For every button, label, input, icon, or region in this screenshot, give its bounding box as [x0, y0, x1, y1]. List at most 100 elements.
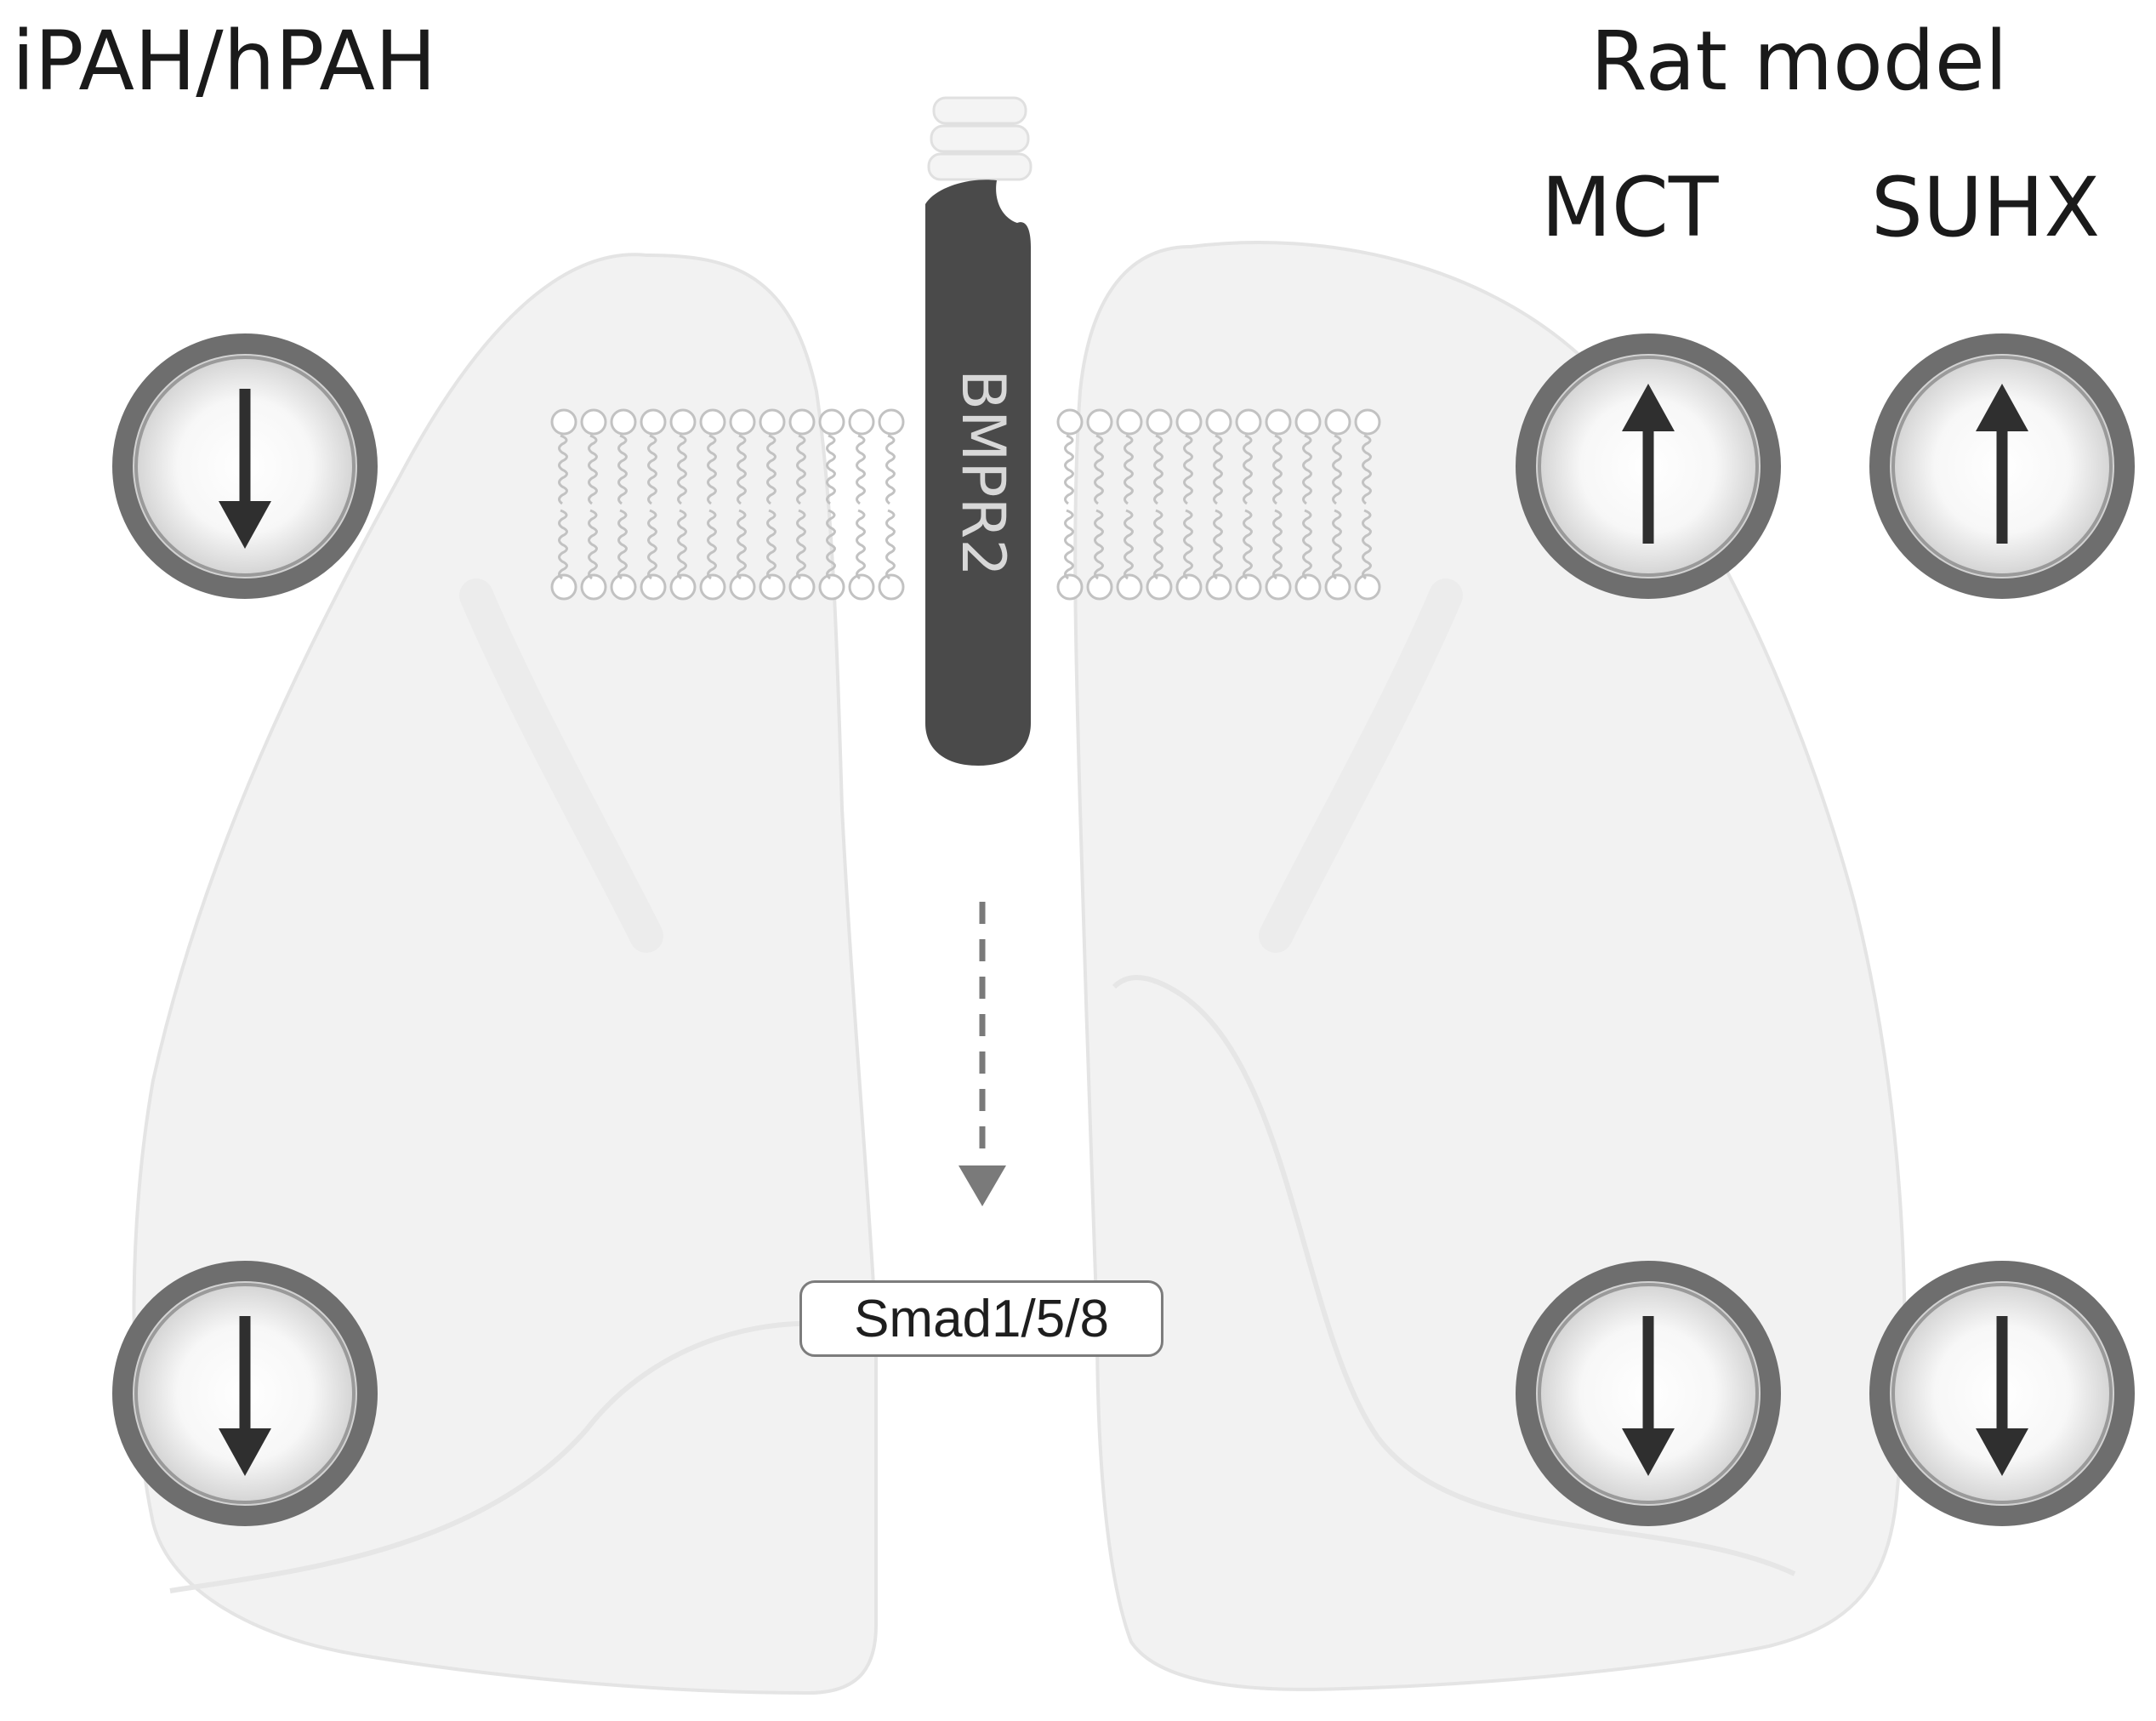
lipid-head — [669, 573, 697, 601]
lipid-head — [580, 408, 607, 436]
lipid-tail — [1213, 509, 1223, 580]
lipid-head — [818, 408, 845, 436]
lipid-head — [1116, 408, 1143, 436]
lipid-head — [1294, 573, 1322, 601]
lipid-tail — [1362, 509, 1372, 580]
lipid-head — [878, 408, 905, 436]
lipid-head — [1235, 573, 1262, 601]
lipid-head — [848, 408, 875, 436]
lipid-head — [1175, 573, 1203, 601]
lipid-tail — [737, 509, 747, 580]
down-arrow-icon — [112, 333, 378, 599]
lipid-head — [1294, 408, 1322, 436]
lipid-head — [1324, 408, 1351, 436]
lipid-tail — [1332, 434, 1342, 505]
lipid-tail — [766, 434, 777, 505]
lipid-tail — [1272, 434, 1283, 505]
lipid-tail — [1153, 434, 1163, 505]
lipid-tail — [737, 434, 747, 505]
left-lung-inner-shadow — [459, 578, 663, 953]
bmpr2-receptor: BMPR2 — [925, 180, 1031, 766]
lipid-tail — [826, 434, 836, 505]
lipid-head — [1205, 573, 1232, 601]
bmpr2-label: BMPR2 — [948, 369, 1018, 577]
lipid-head — [1265, 408, 1292, 436]
trachea — [927, 96, 1032, 181]
lipid-tail — [826, 509, 836, 580]
lipid-head — [669, 408, 697, 436]
lipid-tail — [856, 509, 866, 580]
signaling-arrow — [959, 902, 1006, 1206]
lipid-tail — [647, 509, 657, 580]
lipid-tail — [856, 434, 866, 505]
lipid-head — [610, 573, 637, 601]
human-top-indicator — [110, 331, 380, 601]
lipid-head — [550, 408, 577, 436]
lipid-head — [788, 573, 816, 601]
lipid-tail — [1362, 434, 1372, 505]
lipid-head — [699, 408, 726, 436]
lipid-tail — [677, 509, 687, 580]
lipid-tail — [1272, 509, 1283, 580]
lipid-tail — [677, 434, 687, 505]
lipid-tail — [1243, 434, 1253, 505]
lipid-tail — [885, 509, 896, 580]
lipid-tail — [1124, 509, 1134, 580]
lipid-tail — [558, 509, 568, 580]
lipid-head — [729, 408, 756, 436]
lipid-tail — [885, 434, 896, 505]
left-lung-fissure — [169, 1320, 860, 1593]
lipid-head — [1324, 573, 1351, 601]
smad-label: Smad1/5/8 — [799, 1280, 1163, 1357]
lipid-head — [1146, 408, 1173, 436]
lipid-tail — [707, 509, 717, 580]
lipid-tail — [558, 434, 568, 505]
lipid-tail — [1064, 434, 1074, 505]
mct-top-indicator — [1513, 331, 1783, 601]
lipid-tail — [1094, 509, 1104, 580]
lipid-tail — [1243, 509, 1253, 580]
right-lung-inner-shadow — [1259, 578, 1463, 953]
lipid-head — [878, 573, 905, 601]
lipid-tail — [1302, 434, 1312, 505]
lipid-tail — [796, 509, 806, 580]
lipid-tail — [1094, 434, 1104, 505]
human-group-title: iPAH/hPAH — [12, 14, 437, 109]
mct-label: MCT — [1541, 160, 1719, 255]
down-arrow-icon — [1869, 1261, 2135, 1526]
lipid-head — [1116, 573, 1143, 601]
down-arrow-icon — [112, 1261, 378, 1526]
lipid-tail — [617, 434, 628, 505]
cell-membrane — [550, 408, 1381, 601]
lipid-tail — [707, 434, 717, 505]
up-arrow-icon — [1516, 333, 1781, 599]
lipid-tail — [617, 509, 628, 580]
lipid-tail — [1124, 434, 1134, 505]
lipid-head — [699, 573, 726, 601]
lipid-tail — [1302, 509, 1312, 580]
lipid-head — [580, 573, 607, 601]
lipid-head — [759, 573, 786, 601]
lipid-tail — [766, 509, 777, 580]
lipid-head — [788, 408, 816, 436]
lipid-head — [1056, 408, 1084, 436]
lipid-head — [550, 573, 577, 601]
suhx-label: SUHX — [1871, 160, 2101, 255]
lipid-head — [1146, 573, 1173, 601]
lipid-tail — [588, 434, 598, 505]
suhx-top-indicator — [1867, 331, 2137, 601]
up-arrow-icon — [1869, 333, 2135, 599]
lipid-tail — [1183, 434, 1193, 505]
lipid-tail — [647, 434, 657, 505]
lipid-head — [729, 573, 756, 601]
lipid-head — [1265, 573, 1292, 601]
lipid-tail — [1153, 509, 1163, 580]
lipid-head — [1235, 408, 1262, 436]
lipid-tail — [1183, 509, 1193, 580]
lipid-tail — [1064, 509, 1074, 580]
lipid-head — [1354, 573, 1381, 601]
lipid-head — [640, 408, 667, 436]
lipid-head — [1086, 573, 1113, 601]
lipid-head — [848, 573, 875, 601]
lipid-head — [1086, 408, 1113, 436]
